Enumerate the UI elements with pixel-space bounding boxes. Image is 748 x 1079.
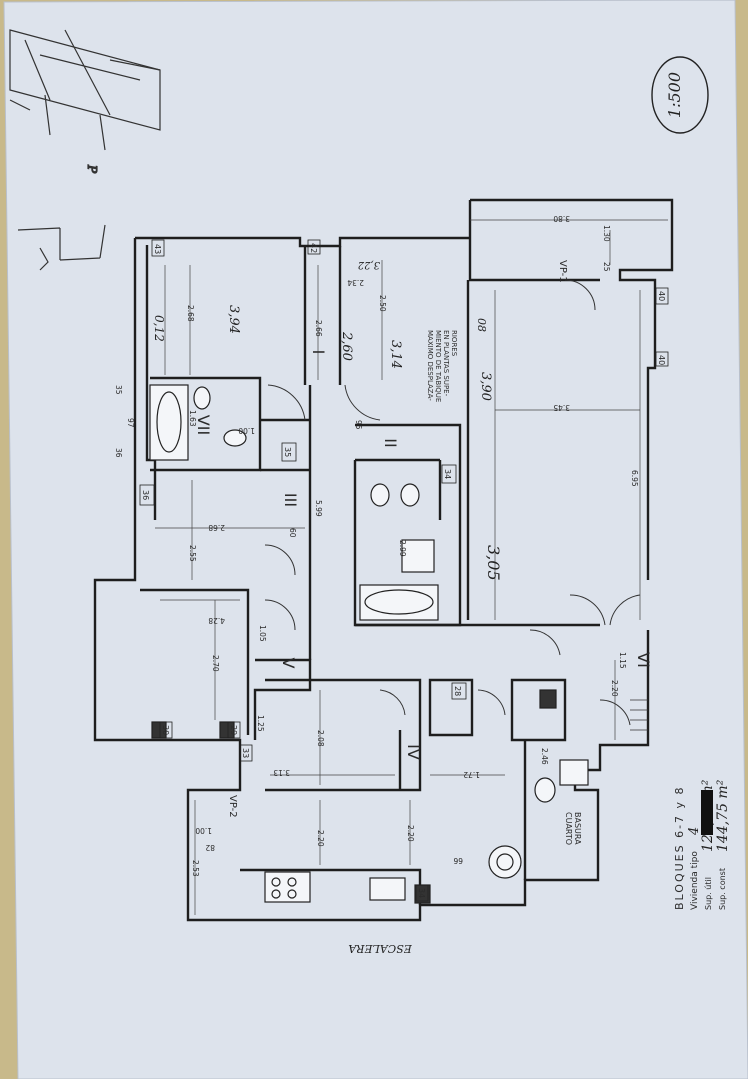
title-type-prefix: Vivienda tipo [690, 851, 700, 910]
boxed-marks: 43 42 36 35 34 30 29 28 40 40 33 34 [139, 239, 669, 902]
svg-text:36: 36 [141, 490, 150, 500]
svg-text:40: 40 [657, 291, 666, 301]
vp2-label: VP-2 [227, 795, 238, 818]
room-label-3: III [281, 493, 300, 507]
title-built-area-value: 144,75 m² [715, 779, 731, 852]
svg-text:2,60: 2,60 [339, 331, 354, 361]
title-type-value: 4 [687, 827, 702, 836]
svg-text:EN PLANTAS SUPE-: EN PLANTAS SUPE- [442, 330, 450, 397]
vp-labels: VP-1 VP-2 [227, 260, 568, 818]
svg-text:2.68: 2.68 [186, 305, 195, 322]
partition-note: MAXIMO DESPLAZA- MIENTO DE TABIQUE EN PL… [426, 330, 458, 402]
svg-text:1.63: 1.63 [188, 410, 197, 427]
svg-text:2.34: 2.34 [347, 278, 364, 287]
room-label-5: V [279, 658, 298, 669]
room-label-7: VII [194, 415, 213, 435]
svg-text:1.00: 1.00 [195, 826, 212, 835]
svg-text:3,90: 3,90 [478, 372, 493, 401]
svg-text:2.08: 2.08 [316, 730, 325, 747]
dimension-lines [155, 219, 668, 915]
svg-text:4.28: 4.28 [208, 616, 225, 625]
svg-text:28: 28 [453, 686, 462, 696]
svg-text:0,12: 0,12 [152, 315, 166, 342]
svg-text:2.50: 2.50 [378, 295, 387, 312]
svg-text:BASURA: BASURA [573, 812, 582, 845]
handwritten-dimensions: 3,94 3,14 2,60 3,05 3,90 3,22 08 0,12 [152, 259, 503, 581]
svg-text:97: 97 [126, 418, 135, 428]
svg-text:MIENTO DE TABIQUE: MIENTO DE TABIQUE [434, 330, 442, 402]
svg-text:3,05: 3,05 [484, 545, 503, 581]
paper-sheet [4, 0, 748, 1079]
svg-text:43: 43 [153, 244, 162, 254]
svg-text:1.15: 1.15 [618, 652, 627, 669]
corner-sketch: P [9, 29, 161, 271]
scale-badge: 1:500 [651, 56, 709, 134]
svg-text:2.99: 2.99 [398, 540, 407, 557]
room-label-4: IV [404, 744, 423, 760]
svg-text:60: 60 [288, 528, 297, 538]
svg-text:3,22: 3,22 [358, 259, 380, 270]
trash-room-label: CUARTO BASURA [564, 812, 582, 845]
svg-text:2.20: 2.20 [316, 830, 325, 847]
svg-text:1.72: 1.72 [463, 770, 480, 779]
svg-text:MAXIMO DESPLAZA-: MAXIMO DESPLAZA- [426, 330, 434, 401]
svg-text:08: 08 [475, 318, 488, 332]
svg-text:3,94: 3,94 [226, 305, 241, 334]
svg-text:2.46: 2.46 [540, 748, 549, 765]
svg-text:5.99: 5.99 [314, 500, 323, 517]
svg-text:3.80: 3.80 [553, 214, 570, 223]
svg-text:34: 34 [417, 888, 426, 898]
stair-label: ESCALERA [348, 942, 413, 955]
room-label-1: I [309, 350, 328, 355]
svg-text:1.05: 1.05 [258, 625, 267, 642]
svg-text:P: P [85, 164, 99, 174]
svg-text:2.70: 2.70 [211, 655, 220, 672]
svg-text:3.45: 3.45 [553, 403, 570, 412]
title-built-area-label: Sup. const [718, 868, 727, 910]
fixtures [149, 384, 589, 904]
door-swings [264, 279, 641, 726]
svg-text:33: 33 [241, 748, 250, 758]
scale-label: 1:500 [665, 72, 684, 118]
svg-text:25: 25 [602, 262, 611, 272]
svg-text:2.53: 2.53 [191, 860, 200, 877]
svg-text:2.20: 2.20 [406, 825, 415, 842]
svg-text:3,14: 3,14 [388, 340, 403, 369]
printed-dimensions: 2.68 2.66 2.50 2.34 3.80 1.30 6.95 3.45 … [114, 214, 639, 877]
svg-text:2.68: 2.68 [208, 523, 225, 532]
svg-text:1.30: 1.30 [602, 225, 611, 242]
svg-text:1.00: 1.00 [238, 426, 255, 435]
svg-text:3.13: 3.13 [273, 768, 290, 777]
svg-text:95: 95 [354, 420, 363, 430]
room-label-2: II [381, 438, 400, 447]
svg-text:2.20: 2.20 [610, 680, 619, 697]
svg-text:40: 40 [657, 355, 666, 365]
title-blocks: BLOQUES 6-7 y 8 [673, 785, 686, 910]
svg-text:34: 34 [443, 469, 452, 479]
title-useful-area-label: Sup. útil [704, 877, 713, 910]
svg-text:30: 30 [161, 725, 170, 735]
svg-text:6.95: 6.95 [630, 470, 639, 487]
svg-text:RIORES: RIORES [450, 330, 458, 357]
svg-text:66: 66 [453, 856, 463, 865]
title-block: BLOQUES 6-7 y 8 Vivienda tipo 4 Sup. úti… [673, 779, 731, 910]
vp1-label: VP-1 [557, 260, 568, 283]
svg-text:1.25: 1.25 [256, 715, 265, 732]
stairs [630, 699, 648, 731]
room-labels: I II III IV V VI VII [194, 350, 653, 760]
svg-text:CUARTO: CUARTO [564, 812, 573, 845]
svg-text:2.55: 2.55 [188, 545, 197, 562]
svg-text:35: 35 [114, 385, 123, 395]
svg-text:36: 36 [114, 448, 123, 458]
svg-text:29: 29 [229, 725, 238, 735]
svg-text:82: 82 [205, 843, 215, 852]
svg-text:35: 35 [283, 447, 292, 457]
svg-text:42: 42 [309, 243, 318, 253]
room-label-6: VI [634, 652, 653, 668]
svg-text:2.66: 2.66 [314, 320, 323, 337]
